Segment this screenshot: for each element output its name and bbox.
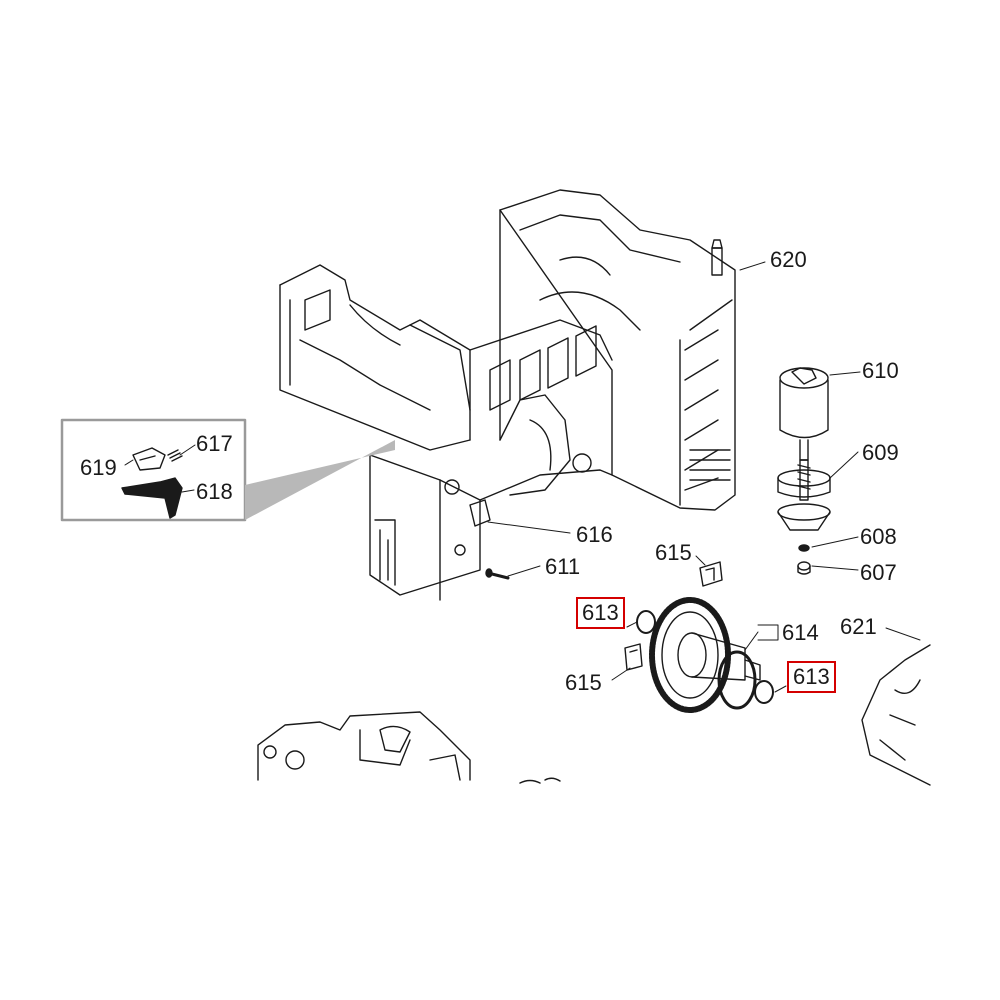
label-610: 610	[862, 358, 899, 383]
lever-618-drawing	[121, 477, 183, 519]
label-620: 620	[770, 247, 807, 272]
label-617: 617	[196, 431, 233, 456]
main-housing-frame	[279, 189, 736, 601]
leader-lines	[124, 261, 921, 693]
label-621: 621	[840, 614, 877, 639]
motor-610-drawing	[779, 367, 829, 461]
washer-608-drawing	[798, 544, 810, 552]
o-ring-613-lower-drawing	[754, 680, 774, 704]
gear-assembly-614-drawing	[649, 597, 761, 713]
screw-611-drawing	[485, 568, 510, 580]
label-613-lower-highlighted: 613	[787, 661, 836, 693]
spring-617-drawing	[167, 449, 183, 462]
label-608: 608	[860, 524, 897, 549]
lower-assembly-drawing	[257, 711, 471, 781]
o-ring-613-upper-drawing	[636, 610, 656, 634]
label-613-upper-highlighted: 613	[576, 597, 625, 629]
switch-615-upper-drawing	[699, 561, 723, 587]
inset-detail-box	[60, 418, 395, 522]
label-618: 618	[196, 479, 233, 504]
bushing-607-drawing	[797, 561, 811, 575]
label-616: 616	[576, 522, 613, 547]
label-615-lower: 615	[565, 670, 602, 695]
label-611: 611	[545, 554, 581, 579]
switch-615-lower-drawing	[624, 643, 643, 671]
cropped-label-fragment	[519, 777, 561, 784]
worm-gear-609-drawing	[777, 459, 831, 531]
label-609: 609	[862, 440, 899, 465]
sensor-619-drawing	[132, 447, 166, 471]
component-621-drawing	[861, 644, 931, 786]
label-615-upper: 615	[655, 540, 692, 565]
label-607: 607	[860, 560, 897, 585]
label-614: 614	[782, 620, 819, 645]
label-619: 619	[80, 455, 117, 480]
